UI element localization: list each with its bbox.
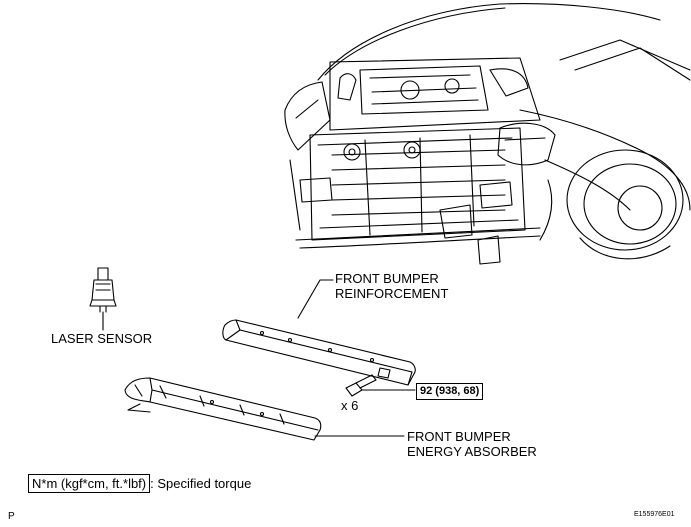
front-bumper-reinforcement-part (222, 319, 416, 386)
laser-sensor-part (89, 267, 117, 313)
torque-legend-text: : Specified torque (150, 476, 252, 491)
label-line-2: ENERGY ABSORBER (407, 444, 537, 459)
bolt-quantity-label: x 6 (341, 398, 359, 413)
torque-legend: N*m (kgf*cm, ft.*lbf): Specified torque (28, 474, 252, 493)
vehicle-front-illustration (284, 3, 691, 265)
front-bumper-energy-absorber-label: FRONT BUMPER ENERGY ABSORBER (407, 429, 537, 459)
bolt-part (345, 374, 377, 397)
torque-spec-box: 92 (938, 68) (416, 383, 484, 400)
laser-sensor-label: LASER SENSOR (51, 331, 153, 346)
front-bumper-reinforcement-label: FRONT BUMPER REINFORCEMENT (335, 271, 448, 301)
front-bumper-energy-absorber-part (124, 377, 322, 441)
label-line-1: FRONT BUMPER (335, 271, 439, 286)
label-line-2: REINFORCEMENT (335, 286, 449, 301)
page-letter: P (8, 511, 15, 522)
label-line-1: FRONT BUMPER (407, 429, 511, 444)
leader-lines (102, 279, 416, 437)
torque-unit-box: N*m (kgf*cm, ft.*lbf) (28, 474, 151, 493)
figure-id: E155976E01 (634, 511, 675, 518)
